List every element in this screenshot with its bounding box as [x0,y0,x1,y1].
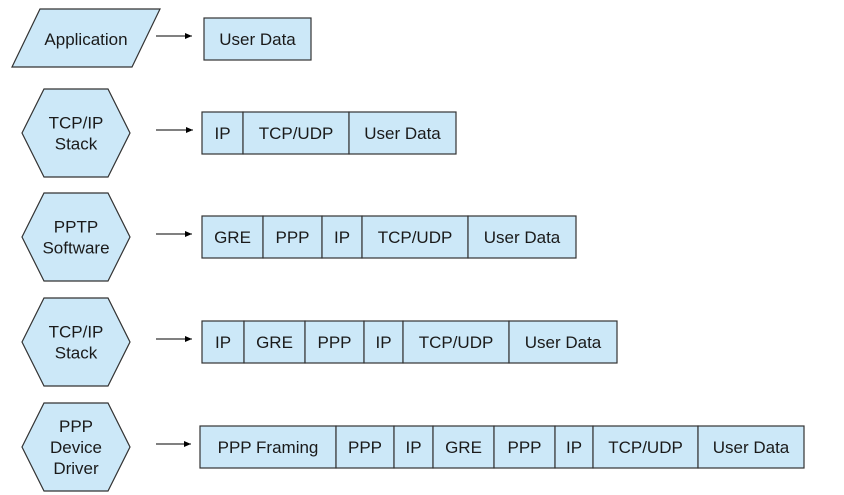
packet-field [508,320,618,364]
packet-field [304,320,365,364]
packet-field [592,425,699,469]
packet-field [201,320,245,364]
packet-field [201,215,264,259]
packet-field [335,425,395,469]
packet-field-label: PPP Framing [218,438,319,457]
packet-field-label: TCP/UDP [378,228,453,247]
packet-field [467,215,577,259]
layer-label: Device [50,438,102,457]
packet-field [348,111,457,155]
layer-hexagon [21,192,131,282]
application-parallelogram [11,8,161,68]
packet-field [203,17,312,61]
layer-label: TCP/IP [49,323,104,342]
packet-field [321,215,363,259]
packet-field-label: User Data [219,30,296,49]
layer-row: PPTP Software GRE PPP IP TCP/UDP User Data [21,192,577,282]
packet-field-label: User Data [525,333,602,352]
packet-field-label: PPP [275,228,309,247]
packet-field-label: PPP [317,333,351,352]
packet-field-label: TCP/UDP [608,438,683,457]
packet-field-label: TCP/UDP [259,124,334,143]
packet-field-label: TCP/UDP [419,333,494,352]
packet-field-label: User Data [713,438,790,457]
layer-label: TCP/IP [49,114,104,133]
packet-field-label: IP [214,124,230,143]
packet-field-label: IP [566,438,582,457]
packet-field [243,320,306,364]
layer-label: PPP [59,417,93,436]
layer-label: PPTP [54,218,98,237]
packet-field-label: GRE [256,333,293,352]
packet-field-label: PPP [507,438,541,457]
layer-hexagon [21,88,131,178]
packet-field-label: IP [405,438,421,457]
packet-field-label: IP [215,333,231,352]
packet-field-label: User Data [364,124,441,143]
layer-row: TCP/IP Stack IP GRE PPP IP TCP/UDP User Data [21,297,618,387]
layer-label: Driver [53,459,99,478]
packet-field [697,425,805,469]
packet-field-label: IP [334,228,350,247]
packet-field-label: IP [375,333,391,352]
layer-row: Application User Data [11,8,312,68]
packet-field [363,320,404,364]
packet-field [361,215,469,259]
packet-field [262,215,323,259]
layer-label: Application [44,30,127,49]
layer-label: Stack [55,135,98,154]
layer-label: Stack [55,344,98,363]
packet-field [402,320,510,364]
packet-field-label: User Data [484,228,561,247]
packet-field [199,425,337,469]
packet-field-label: GRE [445,438,482,457]
layer-hexagon [21,297,131,387]
packet-field-label: GRE [214,228,251,247]
layer-label: Software [42,239,109,258]
packet-field-label: PPP [348,438,382,457]
packet-field [242,111,350,155]
layer-hexagon [21,402,131,492]
layer-row: TCP/IP Stack IP TCP/UDP User Data [21,88,457,178]
